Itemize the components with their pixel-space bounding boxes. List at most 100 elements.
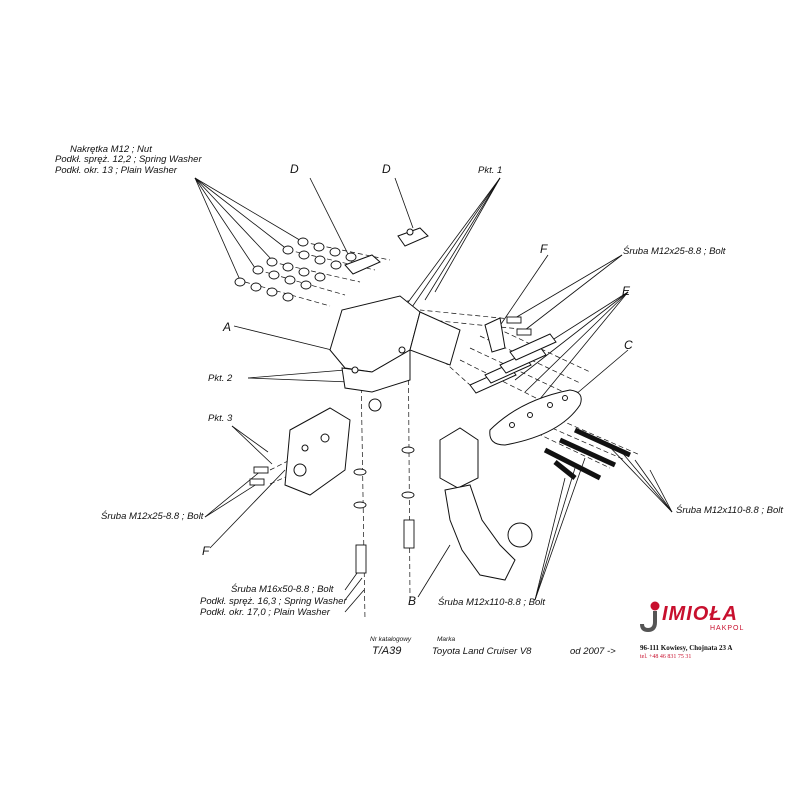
dash-line	[459, 359, 561, 411]
dash-line	[271, 261, 361, 283]
dash-line	[529, 429, 611, 469]
bracket-a-hole	[398, 346, 406, 354]
company-phone: tel. +48 46 831 75 31	[640, 654, 692, 660]
pkt2-label: Pkt. 2	[208, 373, 233, 384]
crossbar-stub	[409, 311, 461, 366]
nut-washer-icon	[266, 287, 278, 297]
nut-washer-icon	[250, 282, 262, 292]
tow-eye-icon	[368, 398, 382, 412]
leader-line	[233, 325, 341, 353]
parts	[284, 227, 582, 581]
part-b-label: B	[408, 594, 417, 608]
nut-washer-icon	[298, 267, 310, 277]
bolt-m12x25-icon	[506, 316, 522, 324]
washer-icon	[401, 491, 415, 499]
dash-line	[544, 424, 626, 461]
leader-line	[204, 469, 263, 518]
from-year: od 2007 ->	[570, 646, 616, 657]
nut-washer-icon	[313, 242, 325, 252]
nut-washer-icon	[330, 260, 342, 270]
bolt-m12x25-icon	[516, 328, 532, 336]
nut-washer-icon	[252, 265, 264, 275]
side-bracket-hole	[293, 463, 307, 477]
leader-line	[247, 377, 351, 383]
bolt-m16-icon	[403, 519, 415, 549]
nut-washer-icon	[234, 277, 246, 287]
part-d-left-label: D	[290, 162, 299, 176]
leader-lines	[194, 177, 673, 613]
company-address: 96-111 Kowiesy, Chojnata 23 A	[640, 644, 733, 652]
part-e-label: E	[622, 284, 631, 298]
spacer-plate-d-left	[344, 254, 381, 275]
bolt-m12x25-icon	[249, 478, 265, 486]
leader-line	[194, 177, 256, 269]
bolt-m12x110-bottom-label: Śruba M12x110-8.8 ; Bolt	[438, 597, 546, 608]
side-bracket-plate	[284, 407, 351, 496]
catalog-number: T/A39	[372, 645, 402, 657]
part-c-label: C	[624, 338, 633, 352]
leader-line	[604, 441, 673, 513]
leader-line	[204, 481, 261, 518]
dash-line	[559, 419, 641, 456]
spacer-hole	[406, 228, 414, 236]
leader-line	[619, 449, 673, 513]
reinforcement-plate-c	[489, 389, 582, 446]
nut-washer-icon	[300, 280, 312, 290]
leader-line	[634, 459, 673, 513]
leader-line	[231, 425, 269, 453]
leader-line	[417, 544, 451, 598]
bracket-a-flange	[341, 349, 411, 393]
company-logo: IMIOŁA	[662, 603, 738, 625]
leader-line	[534, 457, 586, 601]
leader-line	[496, 254, 549, 331]
side-bracket-hole	[320, 433, 330, 443]
bolt-m12x110-icon	[558, 437, 617, 468]
part-f-bottom-label: F	[202, 544, 210, 558]
leader-line	[524, 291, 629, 393]
washer-icon	[353, 501, 367, 509]
leader-line	[649, 469, 673, 513]
nut-washer-icon	[284, 275, 296, 285]
nut-washer-icon	[329, 247, 341, 257]
leader-line	[309, 177, 353, 263]
leader-line	[514, 254, 623, 319]
leader-line	[344, 589, 365, 613]
bolts	[249, 316, 632, 574]
nut-washer-icon	[282, 245, 294, 255]
hook-logo-icon	[640, 601, 660, 633]
nut-washer-sets	[234, 237, 415, 509]
leader-line	[534, 291, 629, 406]
m16-label-line2: Podkł. spręż. 16,3 ; Spring Washer	[200, 596, 347, 607]
dash-line	[489, 324, 591, 373]
leader-line	[574, 349, 629, 396]
brand-caption: Marka	[437, 636, 456, 643]
leader-line	[424, 177, 501, 301]
plate-hole	[562, 395, 568, 401]
bolt-m12x110-icon	[573, 427, 632, 458]
leader-line	[394, 177, 501, 321]
leader-line	[247, 369, 346, 379]
towball-neck	[444, 484, 516, 581]
nut-washer-icon	[282, 292, 294, 302]
bolt-m12x25-left-label: Śruba M12x25-8.8 ; Bolt	[101, 511, 204, 522]
leader-line	[344, 577, 363, 601]
leader-line	[409, 177, 501, 311]
nut-label-line2: Podkł. spręż. 12,2 ; Spring Washer	[55, 154, 202, 165]
nut-washer-icon	[298, 250, 310, 260]
bracket-a-hole	[351, 366, 359, 374]
plate-hole	[509, 422, 515, 428]
bolt-m12x110-icon	[543, 447, 602, 481]
leader-line	[534, 467, 576, 601]
leader-line	[194, 177, 273, 261]
part-a-label: A	[223, 320, 232, 334]
mount-bracket-f	[484, 317, 506, 353]
plate-hole	[547, 402, 553, 408]
bolt-m16-icon	[355, 544, 367, 574]
nut-washer-icon	[266, 257, 278, 267]
nut-label-line3: Podkł. okr. 13 ; Plain Washer	[55, 165, 177, 176]
part-d-right-label: D	[382, 162, 391, 176]
dash-line	[257, 269, 346, 296]
socket-plate-b	[439, 427, 479, 489]
bolt-m12x25-icon	[253, 466, 269, 474]
